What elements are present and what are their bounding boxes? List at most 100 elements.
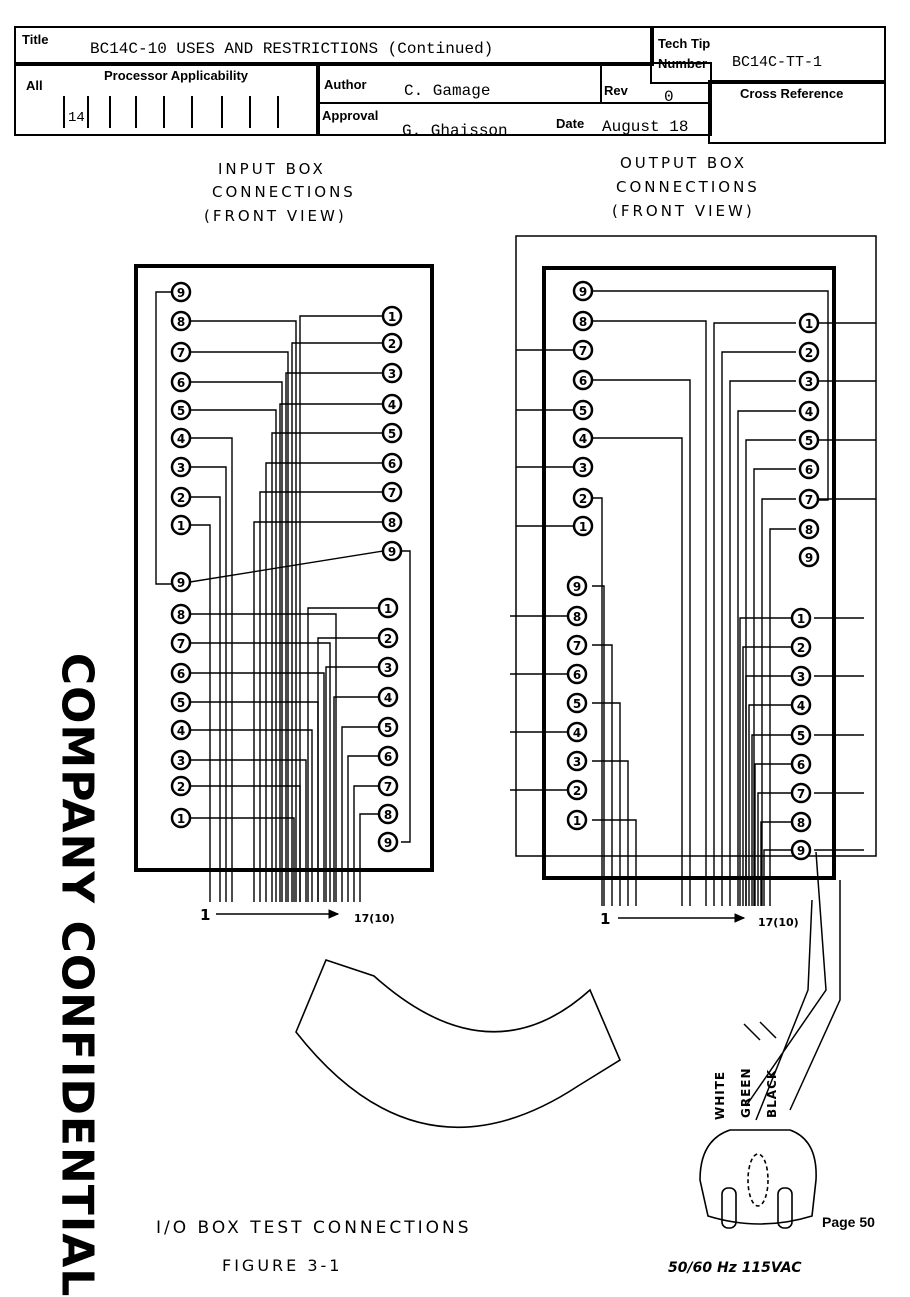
input-wire-lower-left	[190, 642, 331, 902]
input-pin-upper-left: 4	[170, 427, 192, 449]
svg-text:8: 8	[384, 808, 392, 822]
svg-text:6: 6	[388, 457, 396, 471]
input-wire-lower-right	[359, 813, 383, 902]
input-pin-upper-left: 1	[170, 514, 192, 536]
output-pin-upper-right: 9	[798, 546, 820, 568]
input-box	[134, 264, 434, 872]
svg-text:6: 6	[177, 376, 185, 390]
input-wire-lower-right	[353, 785, 383, 902]
output-pin-lower-right: 1	[790, 607, 812, 629]
output-pin-lower-right: 8	[790, 811, 812, 833]
input-range-start: 1	[200, 906, 210, 924]
input-wire-lower-left	[190, 672, 325, 902]
output-wire-upper-right	[737, 410, 796, 906]
plug-prong-left	[721, 1187, 737, 1229]
svg-text:8: 8	[388, 516, 396, 530]
output-pin-upper-right: 3	[798, 370, 820, 392]
input-wire-upper-left	[190, 320, 297, 902]
processor-label: Processor Applicability	[104, 68, 249, 83]
processor-value: 14	[68, 110, 85, 126]
svg-text:3: 3	[177, 754, 185, 768]
output-wire-upper-left	[592, 497, 603, 906]
output-wire-lower-right	[760, 821, 796, 906]
wire-label-black: BLACK	[765, 1069, 779, 1118]
output-pin-lower-right: 6	[790, 753, 812, 775]
svg-text:2: 2	[384, 632, 392, 646]
svg-text:6: 6	[797, 758, 805, 772]
input-title-line-1: INPUT BOX	[218, 160, 326, 178]
svg-text:1: 1	[384, 602, 392, 616]
input-pin-lower-right: 1	[377, 597, 399, 619]
svg-text:8: 8	[805, 523, 813, 537]
svg-text:8: 8	[177, 608, 185, 622]
svg-text:2: 2	[177, 491, 185, 505]
output-pin-lower-left: 2	[566, 779, 588, 801]
svg-text:8: 8	[573, 610, 581, 624]
svg-text:6: 6	[805, 463, 813, 477]
input-range-end: 17(10)	[354, 912, 395, 925]
mid-divider	[318, 102, 708, 104]
output-box	[542, 266, 836, 880]
output-pin-upper-right: 7	[798, 488, 820, 510]
all-label: All	[26, 78, 43, 93]
output-wire-upper-right	[769, 528, 796, 906]
output-pin-lower-left: 9	[566, 575, 588, 597]
svg-text:1: 1	[177, 812, 185, 826]
svg-text:5: 5	[805, 434, 813, 448]
output-pin-lower-right: 2	[790, 636, 812, 658]
flow-arrow	[295, 959, 622, 1128]
output-wire-loop	[592, 290, 829, 501]
page-number: Page 50	[822, 1214, 875, 1230]
svg-text:4: 4	[388, 398, 396, 412]
svg-text:3: 3	[573, 755, 581, 769]
output-outer-frame	[515, 235, 877, 857]
output-wire-lower-left	[592, 819, 637, 906]
input-wire-right-loop	[401, 550, 411, 843]
svg-text:9: 9	[384, 836, 392, 850]
output-wire-lower-right	[763, 849, 796, 906]
output-wire-upper-right	[753, 468, 796, 906]
title-label: Title	[22, 32, 49, 47]
svg-text:2: 2	[573, 784, 581, 798]
input-pin-lower-left: 8	[170, 603, 192, 625]
output-wire-upper-left	[592, 320, 707, 906]
number-label: Number	[658, 56, 708, 71]
output-pin-upper-right: 8	[798, 518, 820, 540]
output-pin-lower-left: 8	[566, 605, 588, 627]
input-pin-lower-right: 3	[377, 656, 399, 678]
input-pin-upper-right: 9	[381, 540, 403, 562]
input-wire-lower-right	[307, 607, 383, 902]
input-wire-upper-right	[259, 491, 383, 902]
svg-text:9: 9	[579, 285, 587, 299]
input-pin-lower-left: 2	[170, 775, 192, 797]
input-wire-diagonal	[189, 550, 384, 583]
svg-text:7: 7	[579, 344, 587, 358]
svg-text:4: 4	[805, 405, 813, 419]
wire-label-green: GREEN	[739, 1067, 753, 1118]
input-pin-lower-left: 5	[170, 691, 192, 713]
output-range-start: 1	[600, 910, 610, 928]
output-pin-lower-left: 6	[566, 663, 588, 685]
input-pin-lower-left: 4	[170, 719, 192, 741]
svg-text:4: 4	[573, 726, 581, 740]
input-wire-upper-right	[271, 432, 383, 902]
input-wire-upper-right	[279, 403, 383, 902]
svg-text:3: 3	[384, 661, 392, 675]
approval-value: G. Ghaisson	[402, 122, 508, 140]
input-pin-lower-right: 9	[377, 831, 399, 853]
svg-text:1: 1	[579, 520, 587, 534]
output-pin-upper-left: 2	[572, 487, 594, 509]
svg-text:5: 5	[579, 404, 587, 418]
title-value: BC14C-10 USES AND RESTRICTIONS (Continue…	[90, 40, 494, 58]
input-pin-upper-left: 5	[170, 399, 192, 421]
input-pin-upper-right: 4	[381, 393, 403, 415]
output-pin-upper-left: 5	[572, 399, 594, 421]
svg-text:7: 7	[177, 637, 185, 651]
input-pin-upper-left: 8	[170, 310, 192, 332]
svg-text:5: 5	[177, 404, 185, 418]
output-pin-lower-left: 3	[566, 750, 588, 772]
output-wire-lower-right	[742, 646, 796, 906]
input-pin-lower-right: 6	[377, 745, 399, 767]
date-label: Date	[556, 116, 585, 131]
